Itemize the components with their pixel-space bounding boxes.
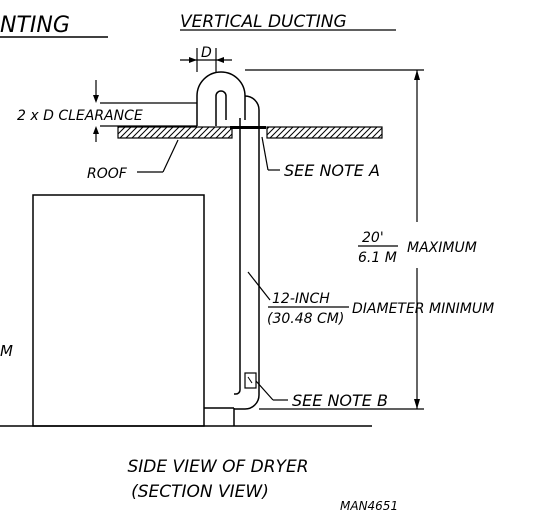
goose-neck-inner [215,90,227,126]
note-b-marker-detail [247,376,253,384]
clearance-arrow-bottom [93,126,99,134]
vertical-ducting-heading: VERTICAL DUCTING [180,12,347,32]
note-b-marker [244,372,257,389]
diameter-suffix: DIAMETER MINIMUM [352,301,494,317]
height-arrow-top [414,70,420,80]
d-arrow-left [189,57,197,63]
note-a-leader [261,136,269,171]
goose-neck-outer [196,71,246,126]
caption-line1: SIDE VIEW OF DRYER [127,457,308,477]
diameter-leader [247,271,271,301]
height-arrow-bottom [414,399,420,409]
roof-flashing [230,126,266,129]
height-suffix: MAXIMUM [407,240,477,256]
drawing-number: MAN4651 [340,499,398,513]
d-arrow-right [216,57,224,63]
dimension-d-label: D [201,45,212,61]
note-a-label: SEE NOTE A [284,161,380,180]
duct-left-wall [234,118,241,395]
roof-label: ROOF [87,166,128,182]
height-denominator: 6.1 M [358,250,397,266]
duct-right-wall [234,95,260,410]
roof-leader-angle [162,139,179,173]
diameter-numerator: 12-INCH [272,291,330,307]
clearance-label: 2 x D CLEARANCE [17,108,143,124]
roof-right-hatch [266,126,383,139]
caption-line2: (SECTION VIEW) [131,482,269,502]
partial-left-label: M [0,342,13,360]
roof-left-hatch [117,126,233,139]
diameter-denominator: (30.48 CM) [267,311,344,327]
dryer-cabinet [32,194,205,427]
note-b-leader [255,380,274,401]
note-b-label: SEE NOTE B [292,391,388,410]
partial-heading: NTING [0,13,70,38]
height-numerator: 20' [362,230,384,246]
clearance-arrow-top [93,95,99,103]
